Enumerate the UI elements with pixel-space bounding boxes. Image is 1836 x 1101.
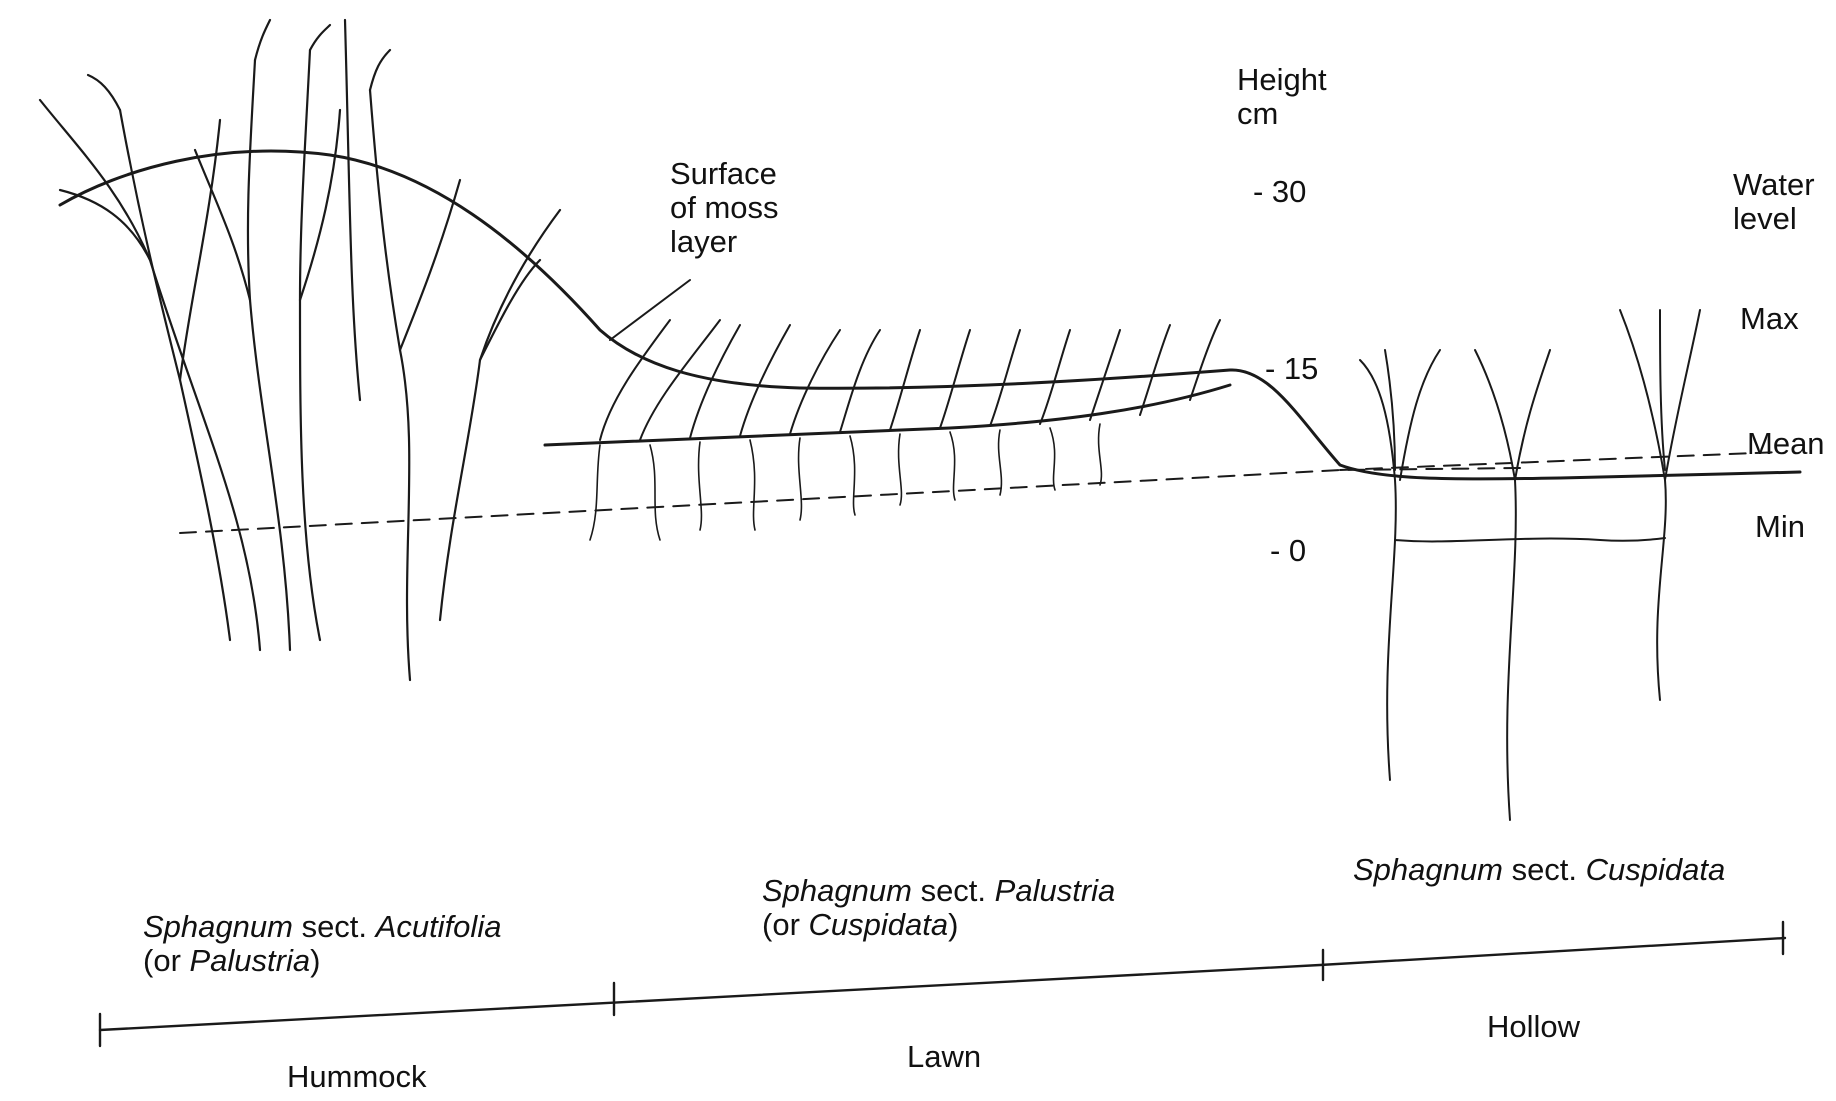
height-axis-title: Height cm — [1237, 63, 1327, 131]
water-level-min-line — [180, 468, 1520, 533]
species-lawn: Sphagnum sect. Palustria (or Cuspidata) — [762, 874, 1115, 942]
zone-lawn: Lawn — [907, 1040, 981, 1074]
height-tick-0: - 0 — [1270, 534, 1306, 568]
zone-hollow: Hollow — [1487, 1010, 1580, 1044]
height-tick-30: - 30 — [1253, 175, 1306, 209]
water-level-mean: Mean — [1747, 427, 1825, 461]
moss-surface-label: Surface of moss layer — [670, 157, 779, 259]
lawn-stems — [600, 320, 1220, 440]
hummock-plants — [40, 20, 560, 680]
species-hollow: Sphagnum sect. Cuspidata — [1353, 853, 1725, 887]
lawn-rhizome — [545, 385, 1230, 445]
water-level-lines — [180, 452, 1780, 533]
water-level-min: Min — [1755, 510, 1805, 544]
zone-hummock: Hummock — [287, 1060, 427, 1094]
height-tick-15: - 15 — [1265, 352, 1318, 386]
species-hummock: Sphagnum sect. Acutifolia (or Palustria) — [143, 910, 501, 978]
lawn-roots — [590, 424, 1101, 540]
water-level-title: Water level — [1733, 168, 1815, 236]
hollow-plants — [1360, 310, 1700, 820]
water-level-max: Max — [1740, 302, 1799, 336]
water-level-mean-line — [1340, 452, 1780, 470]
moss-label-pointer — [610, 280, 690, 340]
